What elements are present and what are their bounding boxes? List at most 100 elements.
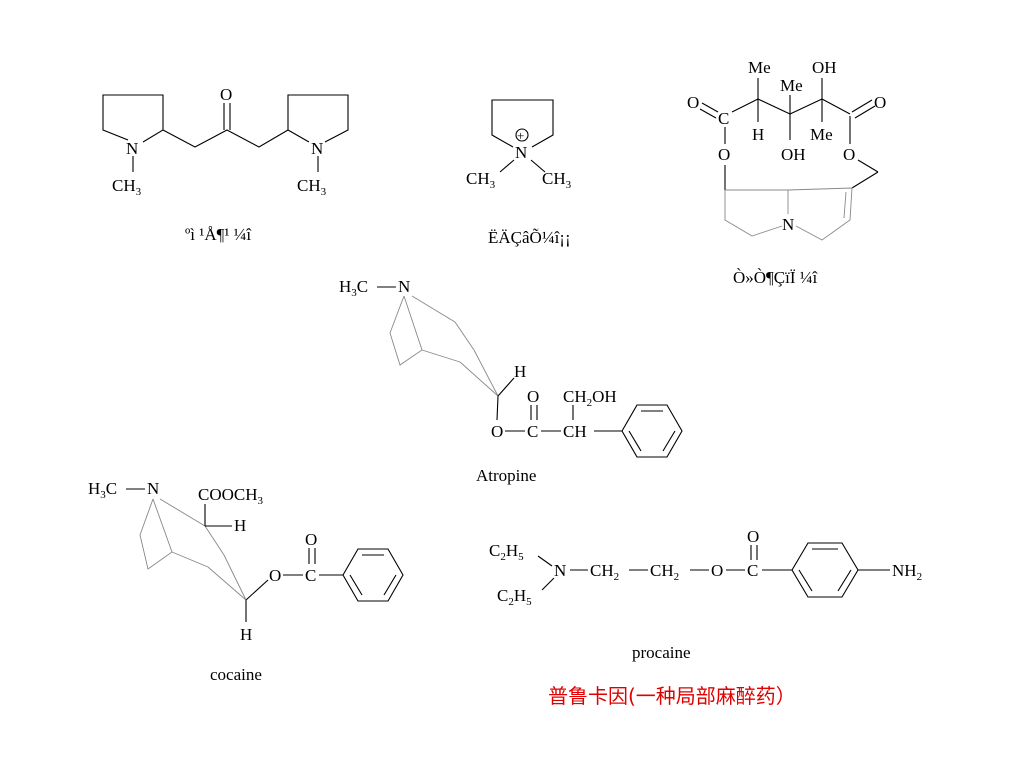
ring-phenyl-atropine — [621, 404, 683, 458]
chain-propanone — [162, 129, 289, 148]
atom-n-atropine: N — [398, 277, 410, 296]
label-ch2oh: CH2OH — [563, 387, 617, 409]
bond-c-o-right-a — [851, 99, 873, 113]
label-oh-bottom: OH — [781, 145, 806, 164]
db-phenyl-procaine-b — [837, 569, 852, 592]
atom-o-procaine: O — [711, 561, 723, 580]
label-ch2-a: CH2 — [590, 561, 619, 583]
atom-n-procaine: N — [554, 561, 566, 580]
label-c2h5-bottom: C2H5 — [497, 586, 532, 608]
atom-o-ketone: O — [220, 85, 232, 104]
caption-mol2: ËÄÇâÕ¼î¡¡ — [488, 228, 571, 247]
molecule-cocaine: H3C N COOCH3 H H O C O cocaine — [88, 479, 404, 684]
bond-n-me-right — [530, 159, 546, 173]
molecule-dimethylpyrrolidinium: N + CH3 CH3 ËÄÇâÕ¼î¡¡ — [466, 99, 572, 247]
molecule-procaine: C2H5 C2H5 N CH2 CH2 O C O NH2 procaine — [489, 527, 922, 662]
bond-bridge-cocaine-a — [159, 498, 206, 527]
ring-pyrrolidinium — [491, 99, 554, 148]
caption-procaine: procaine — [632, 643, 691, 662]
bond-et-n-bottom — [541, 577, 555, 591]
bond-c-o-left-a — [701, 102, 719, 113]
bond-bridge-c — [421, 349, 461, 363]
atom-c-left: C — [718, 109, 729, 128]
atom-n-left: N — [126, 139, 138, 158]
bond-et-n-top — [537, 555, 553, 567]
label-c2h5-top: C2H5 — [489, 541, 524, 563]
label-ch3-left: CH3 — [112, 176, 142, 198]
atom-o-cocaine: O — [269, 566, 281, 585]
atom-c-cocaine: C — [305, 566, 316, 585]
atom-o-carbonyl-atropine: O — [527, 387, 539, 406]
label-ch-atropine: CH — [563, 422, 587, 441]
bond-chain-3 — [789, 98, 823, 115]
bond-c3-b — [473, 349, 499, 397]
db-phenyl-atropine-b — [662, 430, 676, 452]
label-ch3-right: CH3 — [297, 176, 327, 198]
label-h3c-atropine: H3C — [339, 277, 368, 299]
db-phenyl-atropine-c — [628, 430, 642, 452]
label-h-atropine: H — [514, 362, 526, 381]
caption-atropine: Atropine — [476, 466, 536, 485]
atom-o-carbonyl-cocaine: O — [305, 530, 317, 549]
bond-chain-4 — [821, 98, 851, 115]
atom-o-carbonyl-procaine: O — [747, 527, 759, 546]
bond-n-me-left — [499, 159, 515, 173]
atom-n-cocaine: N — [147, 479, 159, 498]
ring-pyrrolizidine-right — [787, 187, 853, 241]
ring-tropane-cocaine — [139, 498, 173, 570]
bond-c-o-left-b — [699, 108, 717, 119]
ring-tropane-left — [389, 295, 423, 366]
bond-c3-a — [459, 361, 499, 397]
db-phenyl-procaine-c — [798, 569, 813, 592]
label-h-cocaine-c2: H — [234, 516, 246, 535]
label-cooch3: COOCH3 — [198, 485, 264, 507]
atom-o-right-ester: O — [843, 145, 855, 164]
db-phenyl-cocaine-b — [383, 574, 397, 596]
bond-bridge-b — [454, 321, 475, 351]
bond-bridge-cocaine-b — [171, 551, 209, 568]
caption-cocaine: cocaine — [210, 665, 262, 684]
label-me-2: Me — [780, 76, 803, 95]
label-ch2-b: CH2 — [650, 561, 679, 583]
label-ch3-a: CH3 — [466, 169, 496, 191]
bond-c3-cocaine-b — [223, 554, 247, 601]
label-nh2: NH2 — [892, 561, 922, 583]
bond-ch2-ring-right — [851, 171, 879, 189]
bond-bridge-a — [411, 295, 456, 323]
label-h-cocaine-c3: H — [240, 625, 252, 644]
ring-phenyl-cocaine — [342, 548, 404, 602]
bond-c-o-right-b — [854, 105, 876, 119]
label-me-3: Me — [810, 125, 833, 144]
bond-chain-2 — [757, 98, 791, 115]
bond-ring-right-n — [287, 129, 310, 143]
bond-o-ch2-right — [857, 159, 879, 173]
ring-phenyl-procaine — [791, 542, 859, 598]
ring-right — [287, 94, 349, 143]
atom-o-atropine: O — [491, 422, 503, 441]
caption-mol3: Ò»Ò¶ÇïÏ ¼î — [733, 268, 818, 287]
molecule-cuscohygrine: N CH3 O N CH3 ºì ¹Å¶¹ ¼î — [102, 85, 349, 244]
charge-circle — [515, 128, 529, 142]
atom-n-right: N — [311, 139, 323, 158]
bond-c3-h — [497, 377, 515, 397]
atom-n-quat: N — [515, 143, 527, 162]
charge-plus: + — [517, 128, 524, 143]
caption-mol1: ºì ¹Å¶¹ ¼î — [185, 225, 252, 244]
atom-o-left-carbonyl: O — [687, 93, 699, 112]
db-phenyl-cocaine-c — [349, 574, 363, 596]
atom-o-left-ester: O — [718, 145, 730, 164]
ring-left — [102, 94, 164, 143]
label-ch3-b: CH3 — [542, 169, 572, 191]
molecule-atropine: H3C N H O C O CH CH2OH Atropine — [339, 277, 683, 485]
ring-pyrrolizidine-left — [724, 190, 783, 237]
label-oh-top: OH — [812, 58, 837, 77]
atom-o-right-carbonyl: O — [874, 93, 886, 112]
bond-c3-o — [496, 395, 499, 421]
procaine-note: 普鲁卡因(一种局部麻醉药） — [548, 684, 796, 708]
molecule-pyrrolizidine-diester: Me Me OH O C H OH Me O O O — [687, 58, 886, 287]
label-me-1: Me — [748, 58, 771, 77]
bond-c3-o-cocaine — [245, 579, 269, 601]
bond-alkene — [843, 191, 847, 219]
